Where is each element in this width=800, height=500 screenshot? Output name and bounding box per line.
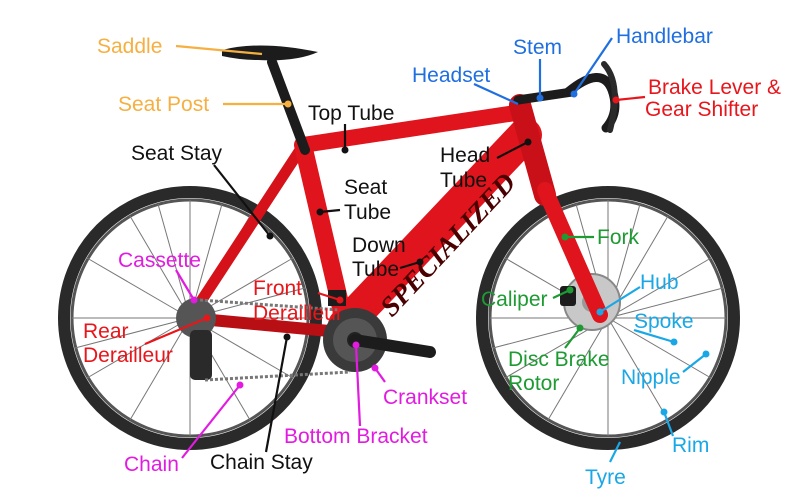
label-tyre: Tyre [585,466,626,489]
label-down-tube-line2: Tube [352,258,399,281]
label-chain-stay: Chain Stay [210,451,313,474]
label-headset: Headset [412,64,490,87]
part-labels: Saddle Seat Post Top Tube Seat Stay Seat… [83,25,781,489]
label-seat-tube-line2: Tube [344,201,391,224]
label-spoke: Spoke [634,310,694,333]
crankset-shape [323,308,436,372]
label-saddle: Saddle [97,35,162,58]
leader-dots [190,90,710,416]
label-seat-tube-line1: Seat [344,176,387,199]
label-seat-stay: Seat Stay [131,142,223,165]
label-disc-brake-line1: Disc Brake [508,348,610,371]
bicycle-illustration: SPECIALIZED [58,45,740,450]
label-chain: Chain [124,453,179,476]
label-hub: Hub [640,271,679,294]
label-rim: Rim [672,434,709,457]
label-crankset: Crankset [383,386,467,409]
label-disc-brake-line2: Rotor [508,372,559,395]
saddle-shape [222,45,318,61]
label-head-tube-line2: Tube [440,169,487,192]
label-top-tube: Top Tube [308,102,394,125]
label-rear-derailleur-line1: Rear [83,320,129,343]
handlebar-shape [563,73,620,133]
label-stem: Stem [513,36,562,59]
label-bottom-bracket: Bottom Bracket [284,425,428,448]
label-down-tube-line1: Down [352,234,406,257]
rear-wheel [58,186,322,450]
label-seat-post: Seat Post [118,93,209,116]
label-cassette: Cassette [118,249,201,272]
leader-lines [144,37,707,463]
label-head-tube-line1: Head [440,144,490,167]
label-nipple: Nipple [621,366,681,389]
label-brake-lever-line2: Gear Shifter [645,98,758,121]
label-fork: Fork [597,226,640,249]
label-front-derailleur-line1: Front [253,277,302,300]
label-caliper: Caliper [481,288,548,311]
label-brake-lever-line1: Brake Lever & [648,76,781,99]
label-front-derailleur-line2: Derailleur [253,302,343,325]
label-rear-derailleur-line2: Derailleur [83,344,173,367]
label-handlebar: Handlebar [616,25,713,48]
